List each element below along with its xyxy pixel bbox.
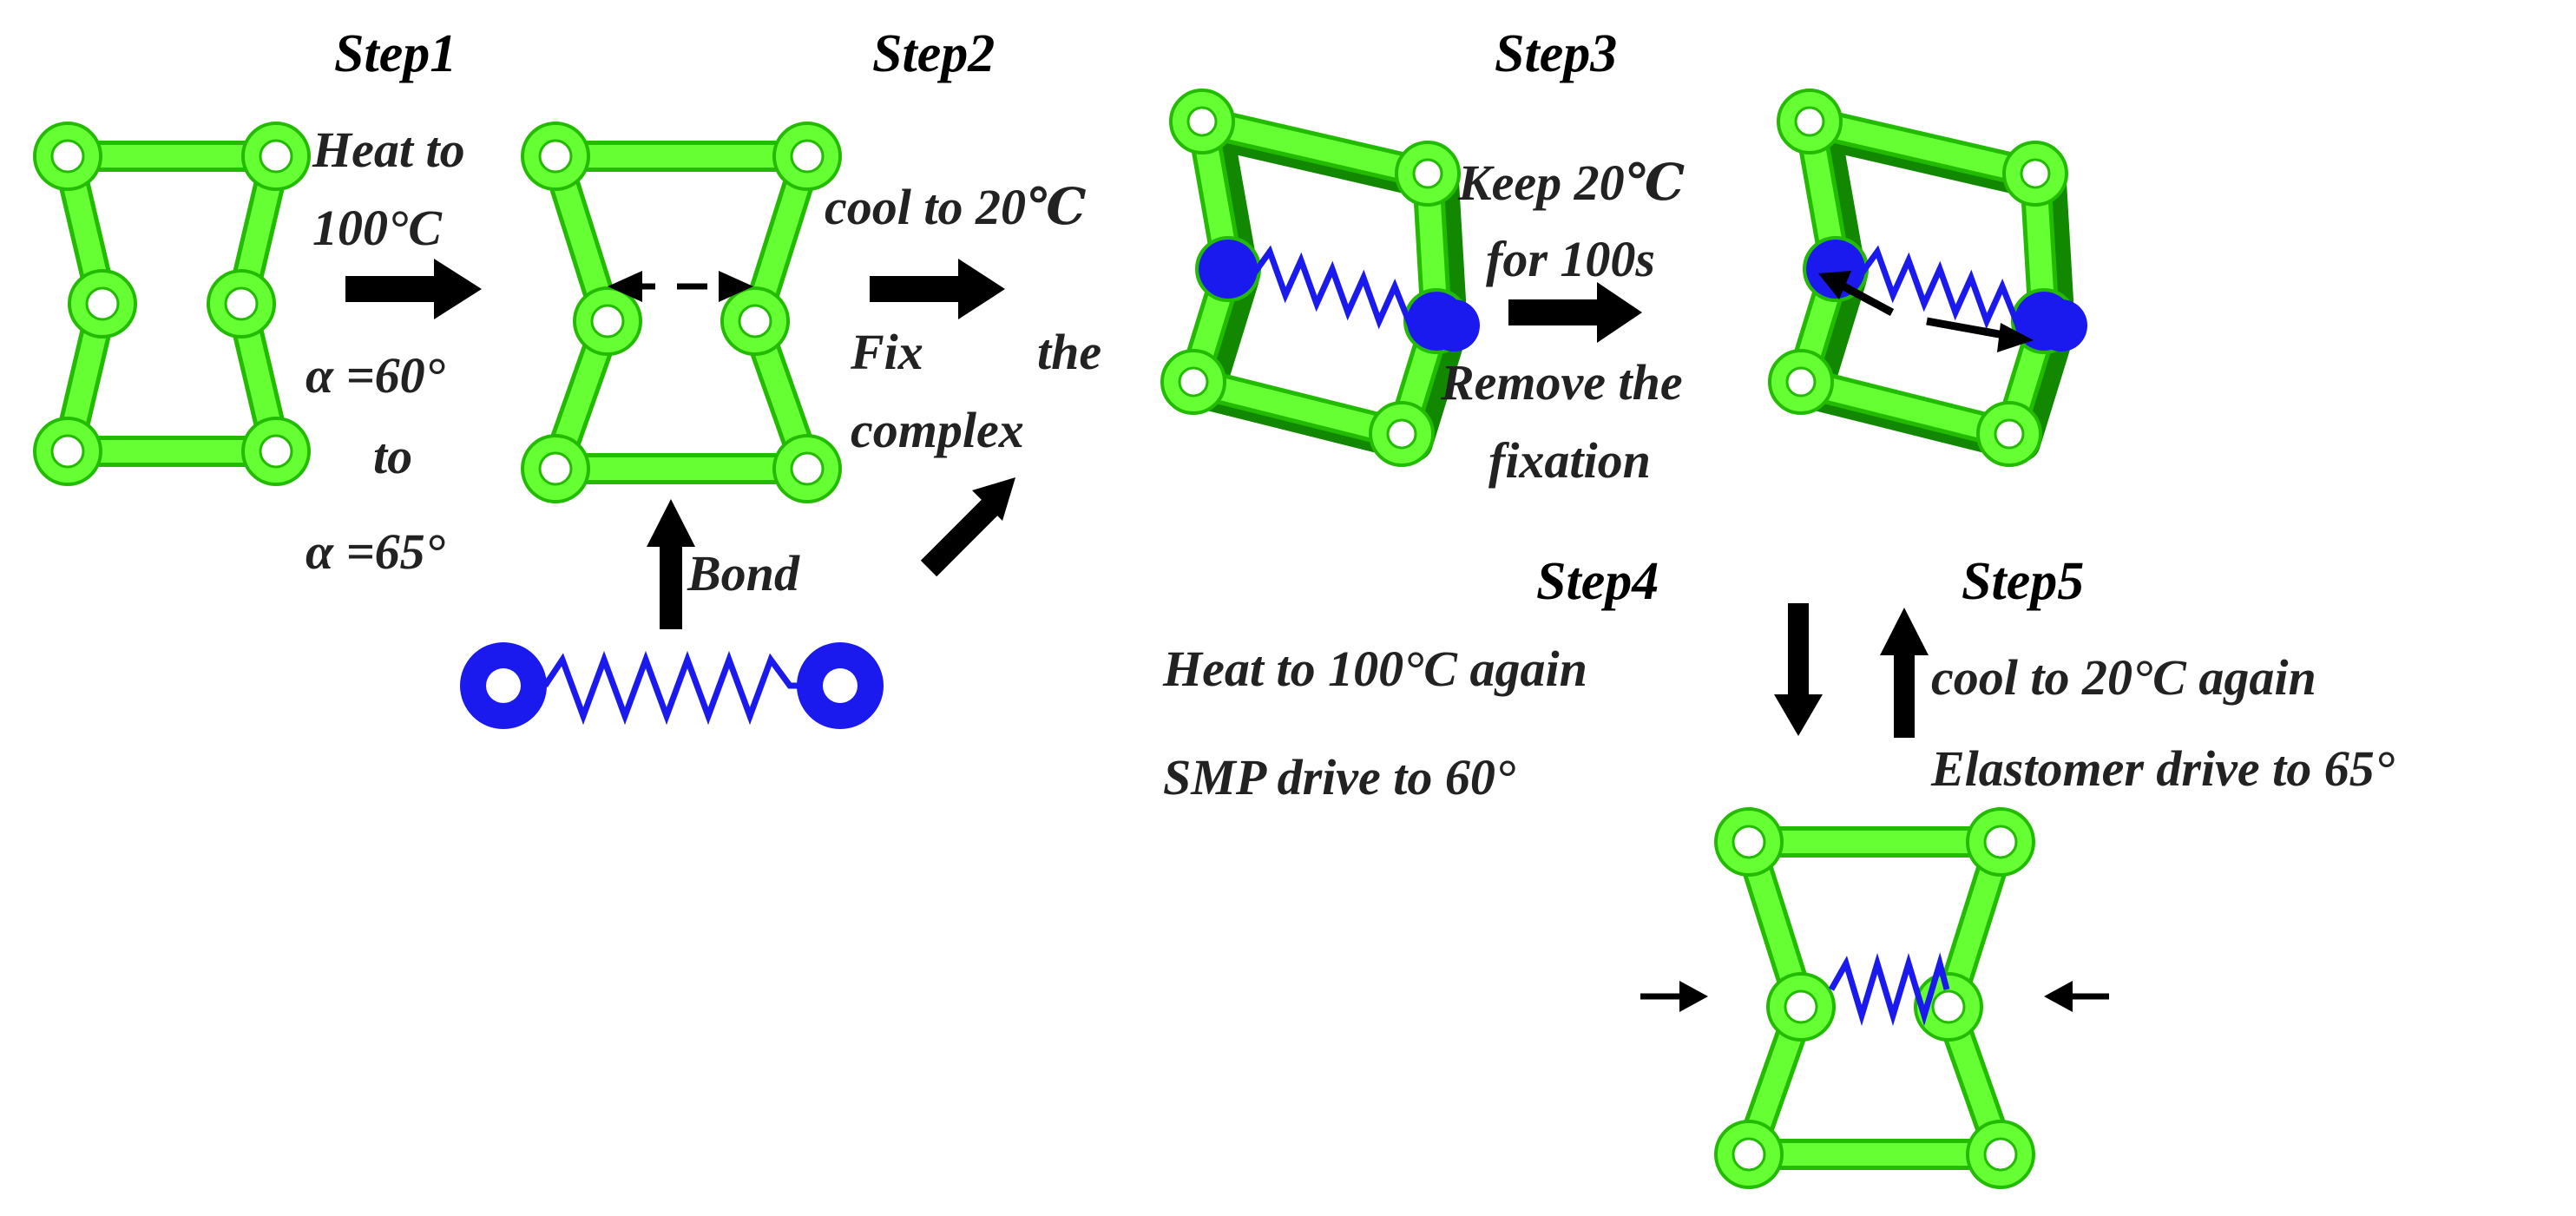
step2-title: Step2 xyxy=(872,24,995,83)
frame-final xyxy=(1716,809,2034,1187)
arrow-squeeze-left xyxy=(1640,981,1708,1012)
label-keep-20: Keep 20℃ xyxy=(1457,154,1685,211)
step4-title: Step4 xyxy=(1536,552,1659,611)
step3-title: Step3 xyxy=(1495,24,1617,83)
frame-original xyxy=(35,123,309,484)
label-bond: Bond xyxy=(687,545,800,601)
label-remove-the: Remove the xyxy=(1440,354,1683,411)
label-to: to xyxy=(373,428,412,484)
label-heat-to: Heat to xyxy=(312,122,465,178)
arrow-squeeze-right xyxy=(2044,981,2109,1012)
label-fix: Fix xyxy=(850,324,923,380)
label-alpha-65: α =65° xyxy=(306,523,445,580)
label-complex: complex xyxy=(851,402,1024,458)
arrow-step1 xyxy=(345,259,482,319)
step5-title: Step5 xyxy=(1962,552,2084,611)
label-smp-drive: SMP drive to 60° xyxy=(1163,749,1515,805)
label-100c: 100°C xyxy=(312,200,443,256)
label-alpha-60: α =60° xyxy=(306,347,445,404)
label-cool-again: cool to 20°C again xyxy=(1931,649,2316,706)
label-cool-20: cool to 20℃ xyxy=(825,179,1086,235)
arrow-fix-complex xyxy=(920,477,1015,577)
arrow-step5-up xyxy=(1880,608,1929,738)
label-fixation: fixation xyxy=(1488,432,1651,489)
arrow-step3 xyxy=(1508,282,1642,343)
arrow-step4-down xyxy=(1774,603,1823,736)
label-heat-again: Heat to 100°C again xyxy=(1162,641,1587,697)
arrow-bond xyxy=(647,499,695,629)
label-elastomer-drive: Elastomer drive to 65° xyxy=(1930,740,2395,797)
frame-released xyxy=(1770,90,2087,465)
step1-title: Step1 xyxy=(334,24,457,83)
spring-elastomer xyxy=(460,642,884,729)
frame-heated xyxy=(522,123,840,502)
arrow-step2 xyxy=(870,259,1005,319)
label-for-100s: for 100s xyxy=(1486,231,1655,287)
label-the: the xyxy=(1037,324,1101,380)
frame-fixed-complex xyxy=(1162,90,1480,465)
